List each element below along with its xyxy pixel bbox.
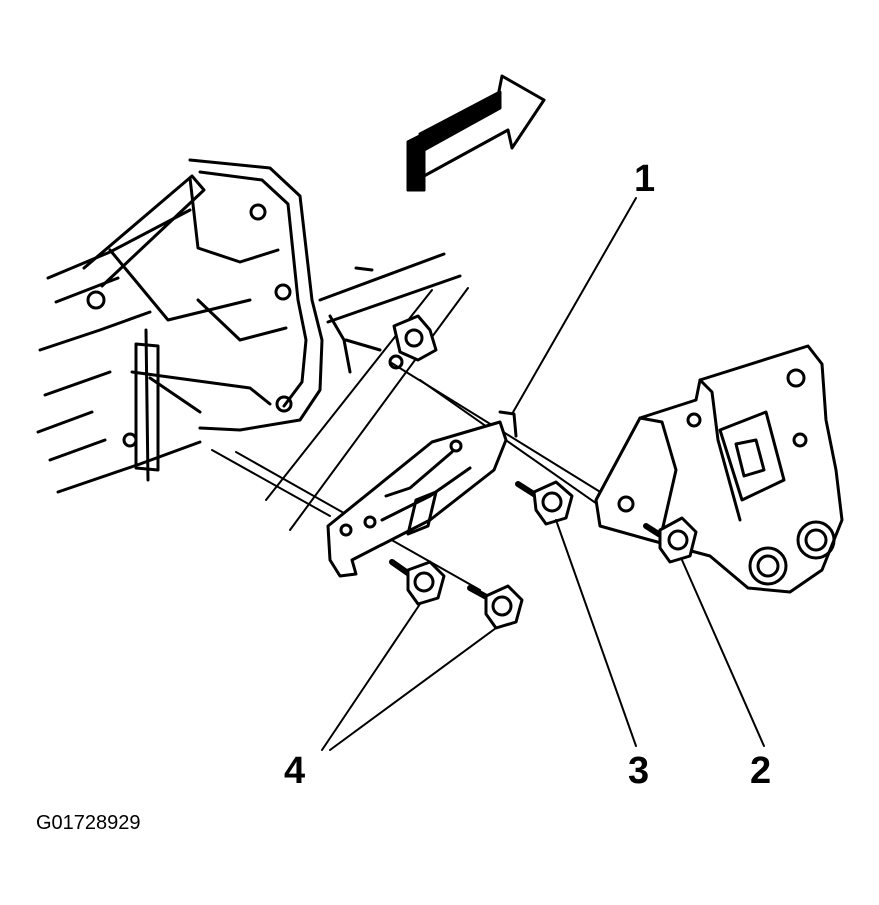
callout-4: 4 xyxy=(284,750,306,792)
callout-3: 3 xyxy=(628,750,650,792)
bolt-3 xyxy=(515,480,574,526)
bolt-2 xyxy=(643,516,698,564)
figure-id: G01728929 xyxy=(36,812,141,834)
callout-1: 1 xyxy=(634,158,656,200)
front-arrow-icon xyxy=(406,74,546,192)
transmission-mount xyxy=(594,344,844,594)
leader-lines xyxy=(321,197,765,751)
bolt-4b xyxy=(467,584,524,630)
mount-bracket xyxy=(326,410,518,578)
crossmember-nut xyxy=(388,314,438,370)
callout-2: 2 xyxy=(750,750,772,792)
bolt-4a xyxy=(389,559,446,606)
transmission-case xyxy=(36,158,462,494)
